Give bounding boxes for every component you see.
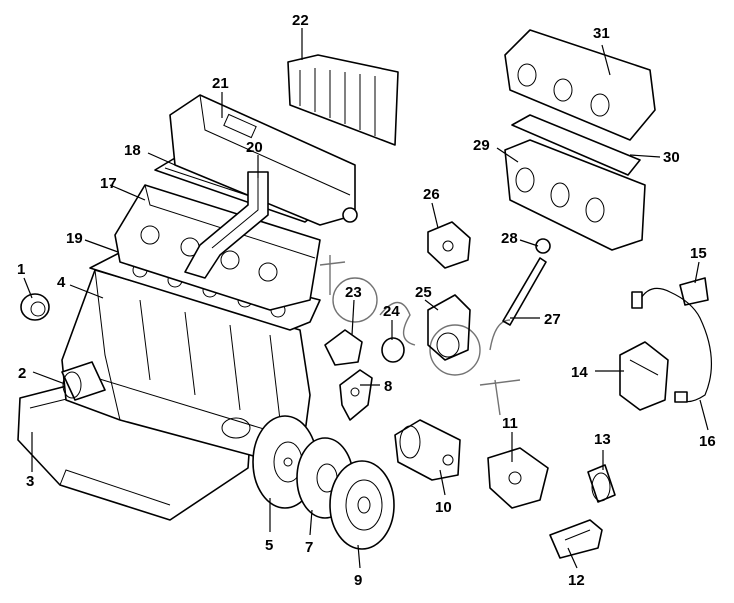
callout-5: 5 [265,537,273,554]
callout-4: 4 [57,274,66,291]
callout-16: 16 [699,433,716,450]
part-valve [427,221,471,269]
callout-9: 9 [354,572,362,589]
part-starter-motor [394,419,461,481]
part-small-sensor [535,238,551,254]
part-valve-cover [169,94,358,226]
callout-22: 22 [292,12,309,29]
leader-lines [23,28,709,569]
callout-21: 21 [212,75,229,92]
callout-30: 30 [663,149,680,166]
part-water-outlet [324,329,363,366]
callout-10: 10 [435,499,452,516]
part-bushing [587,464,616,503]
callout-29: 29 [473,137,490,154]
part-crank-pulley [61,361,106,401]
callout-17: 17 [100,175,117,192]
callout-25: 25 [415,284,432,301]
callout-13: 13 [594,431,611,448]
callout-26: 26 [423,186,440,203]
callout-1: 1 [17,261,25,278]
callout-23: 23 [345,284,362,301]
callout-labels: 1 2 3 4 5 7 8 9 10 11 12 13 14 15 16 17 … [17,12,716,589]
callout-12: 12 [568,572,585,589]
callout-8: 8 [384,378,392,395]
part-exhaust-manifold [504,139,646,251]
callout-19: 19 [66,230,83,247]
part-heat-shield [504,29,656,141]
watermark [319,255,521,416]
part-hose-fitting [381,337,405,363]
callout-2: 2 [18,365,26,382]
part-sensor-bracket [679,277,709,306]
part-pressure-plate [329,460,395,550]
part-sensor-cable [631,287,712,403]
callout-14: 14 [571,364,588,381]
callout-11: 11 [502,415,518,432]
part-engine-block [61,269,311,471]
callout-7: 7 [305,539,313,556]
part-fork-bracket [549,519,603,559]
callout-24: 24 [383,303,400,320]
part-mount-bracket [339,369,373,421]
part-dipstick-tube [502,257,547,326]
part-control-unit [619,341,669,411]
part-thermostat-housing [427,294,471,361]
callout-31: 31 [593,25,610,42]
callout-3: 3 [26,473,34,490]
part-air-filter [287,54,399,146]
part-intake-pipe [184,171,269,279]
callout-18: 18 [124,142,141,159]
part-front-seal [20,293,50,321]
callout-27: 27 [544,311,561,328]
callout-15: 15 [690,245,707,262]
part-engine-mount [487,447,549,509]
part-exhaust-gasket [511,114,641,176]
callout-28: 28 [501,230,518,247]
callout-20: 20 [246,139,263,156]
